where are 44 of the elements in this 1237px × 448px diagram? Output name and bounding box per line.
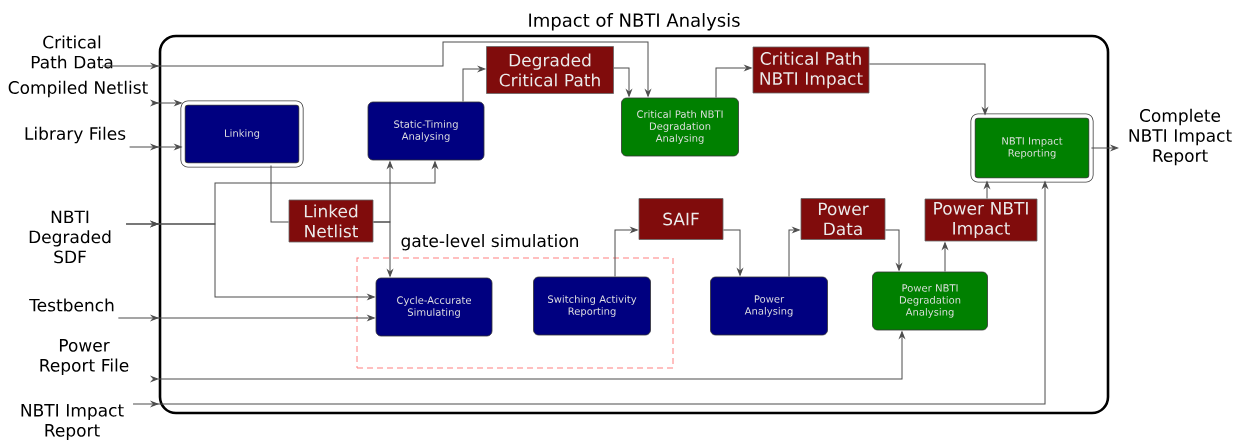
data-box: Power NBTI Impact	[924, 198, 1038, 242]
arrow	[715, 65, 752, 99]
data-box: Linked Netlist	[288, 199, 374, 243]
input-label: Testbench	[29, 298, 114, 312]
arrow	[614, 227, 638, 278]
arrow	[151, 100, 182, 106]
group-heading: gate-level simulation	[401, 234, 578, 251]
analysis-box: Power NBTI Degradation Analysing	[872, 271, 988, 331]
input-label: Compiled Netlist	[8, 80, 148, 98]
output-label: Complete NBTI Impact Report	[1129, 108, 1232, 166]
data-box: SAIF	[638, 198, 724, 240]
diagram-title: Impact of NBTI Analysis	[529, 13, 740, 31]
arrow	[884, 229, 902, 271]
arrow	[942, 242, 948, 273]
arrow	[722, 229, 743, 276]
data-box: Power Data	[800, 198, 886, 240]
analysis-box: Critical Path NBTI Degradation Analysing	[621, 97, 739, 157]
process-box: Switching Activity Reporting	[533, 276, 651, 336]
input-label: Power Report File	[40, 339, 129, 375]
arrow	[372, 221, 393, 277]
input-label: Library Files	[25, 126, 126, 144]
arrow	[984, 181, 990, 200]
arrow	[613, 67, 632, 97]
arrow	[868, 63, 988, 115]
arrow	[117, 315, 375, 321]
input-label: NBTI Degraded SDF	[29, 210, 111, 264]
process-box: Power Analysing	[710, 276, 828, 336]
input-label: Critical Path Data	[31, 35, 113, 69]
arrow	[788, 227, 800, 278]
arrow	[1090, 145, 1119, 151]
arrow	[132, 181, 1048, 407]
arrow	[462, 66, 486, 103]
process-box: Linking	[180, 100, 304, 168]
process-box: Static-Timing Analysing	[367, 101, 485, 161]
data-box: Degraded Critical Path	[486, 46, 614, 94]
input-label: NBTI Impact Report	[21, 404, 124, 440]
arrow	[129, 144, 182, 150]
data-box: Critical Path NBTI Impact	[752, 46, 870, 94]
analysis-box: NBTI Impact Reporting	[970, 113, 1094, 183]
arrow	[101, 41, 651, 97]
process-box: Cycle-Accurate Simulating	[375, 277, 493, 337]
arrow	[125, 221, 375, 300]
arrow	[151, 331, 905, 382]
connector-line	[270, 164, 290, 223]
